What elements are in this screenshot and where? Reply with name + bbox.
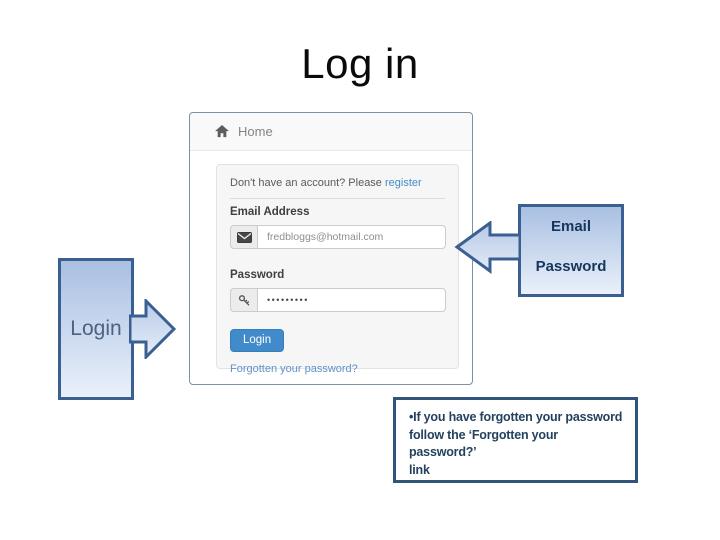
email-label: Email Address <box>230 206 310 218</box>
email-password-callout: Email Password <box>518 204 624 297</box>
password-dots: ••••••••• <box>267 295 309 305</box>
callout-login-label: Login <box>70 317 122 340</box>
form-divider <box>230 198 445 199</box>
forgotten-password-link[interactable]: Forgotten your password? <box>230 363 358 375</box>
arrow-right-icon <box>129 299 177 359</box>
login-button[interactable]: Login <box>230 329 285 352</box>
navbar: Home <box>190 113 472 151</box>
key-icon <box>230 288 257 312</box>
email-value: fredbloggs@hotmail.com <box>267 231 384 243</box>
password-input-group: ••••••••• <box>230 288 446 312</box>
email-input[interactable]: fredbloggs@hotmail.com <box>257 225 446 249</box>
envelope-icon <box>230 225 257 249</box>
callout-email-label: Email <box>550 218 592 235</box>
register-link[interactable]: register <box>384 177 422 189</box>
home-icon <box>215 125 229 138</box>
note-line: follow the ‘Forgotten your password?’ <box>409 427 558 460</box>
page-title: Log in <box>301 40 419 87</box>
register-prompt: Don't have an account? Please register <box>230 177 445 189</box>
login-form-card: Don't have an account? Please register E… <box>216 164 459 375</box>
note-box: •If you have forgotten your password fol… <box>393 397 638 483</box>
arrow-left-icon <box>454 221 521 274</box>
callout-password-label: Password <box>535 258 607 275</box>
note-line: •If you have forgotten your password <box>409 410 623 424</box>
nav-home-link[interactable]: Home <box>238 124 273 139</box>
email-input-group: fredbloggs@hotmail.com <box>230 225 446 249</box>
note-line: link <box>409 462 430 477</box>
password-input[interactable]: ••••••••• <box>257 288 446 312</box>
register-prompt-text: Don't have an account? Please <box>230 177 385 189</box>
login-callout: Login <box>58 258 134 400</box>
login-panel: Home Don't have an account? Please regis… <box>189 112 473 385</box>
password-label: Password <box>230 269 285 281</box>
